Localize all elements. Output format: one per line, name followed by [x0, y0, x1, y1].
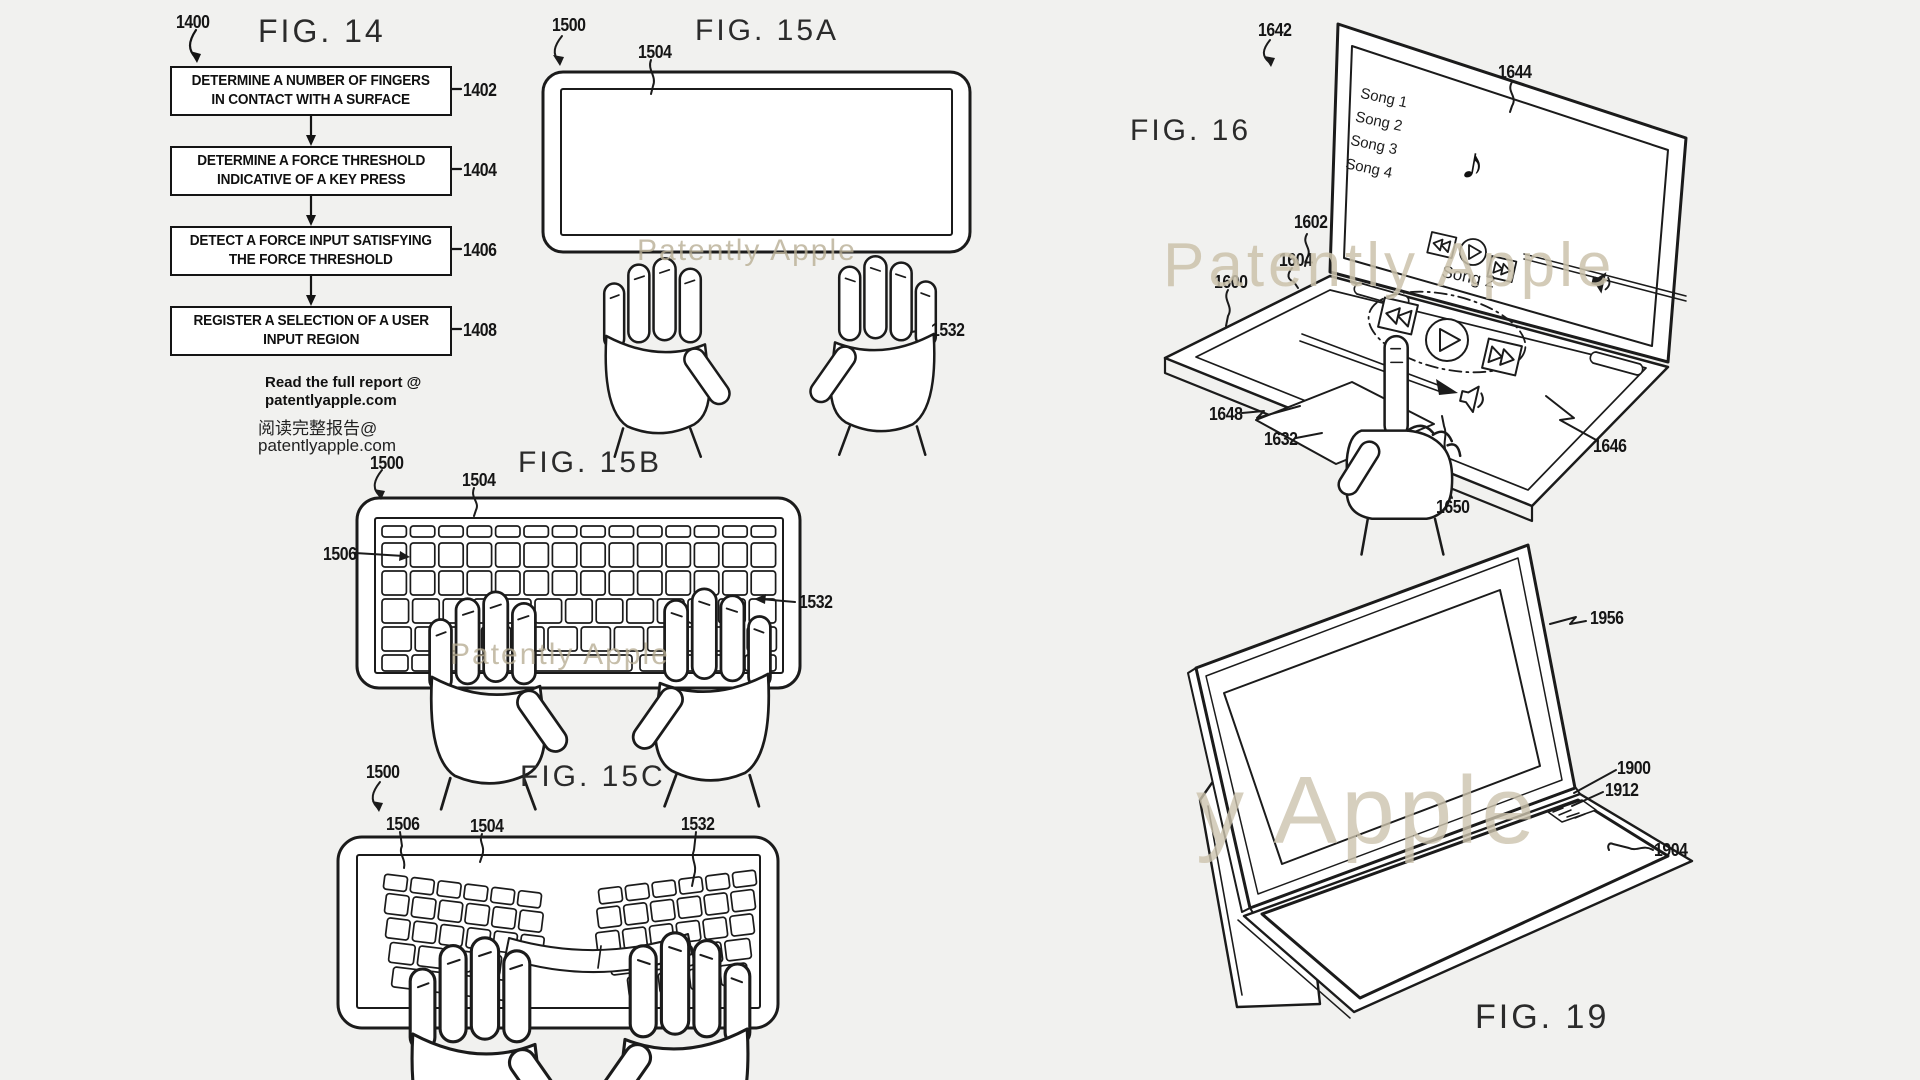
- tablet-display: [1194, 543, 1577, 910]
- watermark-fig16: Patently Apple: [1163, 231, 1616, 300]
- ref-label-1404: 1404: [463, 160, 497, 180]
- ref-label-1532-15b: 1532: [799, 592, 833, 612]
- ref-label-1402: 1402: [463, 80, 497, 100]
- fig19-drawing: [1187, 543, 1694, 1019]
- ref-label-1604: 1604: [1279, 250, 1313, 270]
- ref-label-1532-15a: 1532: [931, 320, 965, 340]
- fig15c-drawing: [336, 781, 780, 1080]
- ref-label-1904: 1904: [1654, 840, 1688, 860]
- screen-play-icon: [1459, 238, 1487, 266]
- ref-label-1506-15b: 1506: [323, 544, 357, 564]
- ref-label-1504-15b: 1504: [462, 470, 496, 490]
- ref-label-1632: 1632: [1264, 429, 1298, 449]
- ref-label-1956: 1956: [1590, 608, 1624, 628]
- flowchart-connectors: [188, 28, 463, 331]
- fig15b-drawing: [354, 469, 802, 811]
- fig16-drawing: [1163, 22, 1688, 556]
- ref-label-1602: 1602: [1294, 212, 1328, 232]
- fig15a-drawing: [541, 35, 972, 459]
- promo-line-2: patentlyapple.com: [265, 392, 397, 409]
- promo-line-4: patentlyapple.com: [258, 436, 396, 455]
- watermark-15a: Patently Apple: [637, 234, 857, 267]
- ref-label-1500-15a: 1500: [552, 15, 586, 35]
- fig16-title: FIG. 16: [1130, 114, 1252, 147]
- screen-next-icon: [1486, 255, 1518, 283]
- promo-line-3-chinese: 阅读完整报告@: [258, 419, 378, 438]
- ref-label-1506-15c: 1506: [386, 814, 420, 834]
- ref-label-1504-15a: 1504: [638, 42, 672, 62]
- ref-label-1642: 1642: [1258, 20, 1292, 40]
- ref-label-1406: 1406: [463, 240, 497, 260]
- ref-label-1900: 1900: [1617, 758, 1651, 778]
- flowchart-step-3: DETECT A FORCE INPUT SATISFYING THE FORC…: [170, 226, 452, 276]
- ref-label-1504-15c: 1504: [470, 816, 504, 836]
- flowchart-step-2: DETERMINE A FORCE THRESHOLD INDICATIVE O…: [170, 146, 452, 196]
- ref-label-1646: 1646: [1593, 436, 1627, 456]
- promo-line-1: Read the full report @: [265, 374, 422, 391]
- ref-label-1408: 1408: [463, 320, 497, 340]
- fig19-title: FIG. 19: [1475, 998, 1610, 1036]
- fig14-title: FIG. 14: [258, 13, 386, 49]
- flowchart-step-4: REGISTER A SELECTION OF A USER INPUT REG…: [170, 306, 452, 356]
- ref-label-1650: 1650: [1436, 497, 1470, 517]
- flowchart-step-1: DETERMINE A NUMBER OF FINGERS IN CONTACT…: [170, 66, 452, 116]
- ref-label-1500-15c: 1500: [366, 762, 400, 782]
- ref-label-1532-15c: 1532: [681, 814, 715, 834]
- ref-label-1500-15b: 1500: [370, 453, 404, 473]
- watermark-15b: Patently Apple: [450, 638, 670, 671]
- fig15c-title: FIG. 15C: [520, 760, 666, 793]
- fig15b-title: FIG. 15B: [518, 446, 663, 479]
- ref-label-1912: 1912: [1605, 780, 1639, 800]
- base-panel: [1242, 792, 1694, 1014]
- deck-speaker-icon: [1459, 385, 1484, 414]
- deck-prev-button: [1377, 296, 1419, 336]
- connector-patch: [1547, 799, 1597, 823]
- ref-label-1644: 1644: [1498, 62, 1532, 82]
- ref-label-1648: 1648: [1209, 404, 1243, 424]
- ref-label-1400: 1400: [176, 12, 210, 32]
- screen-prev-icon: [1426, 231, 1458, 259]
- deck-play-button: [1425, 318, 1469, 362]
- watermark-fig19: y Apple: [1196, 757, 1539, 864]
- ref-label-1600: 1600: [1214, 272, 1248, 292]
- deck-next-button: [1481, 337, 1523, 377]
- fig15a-title: FIG. 15A: [695, 14, 840, 47]
- screen-speaker-icon: [1591, 272, 1611, 294]
